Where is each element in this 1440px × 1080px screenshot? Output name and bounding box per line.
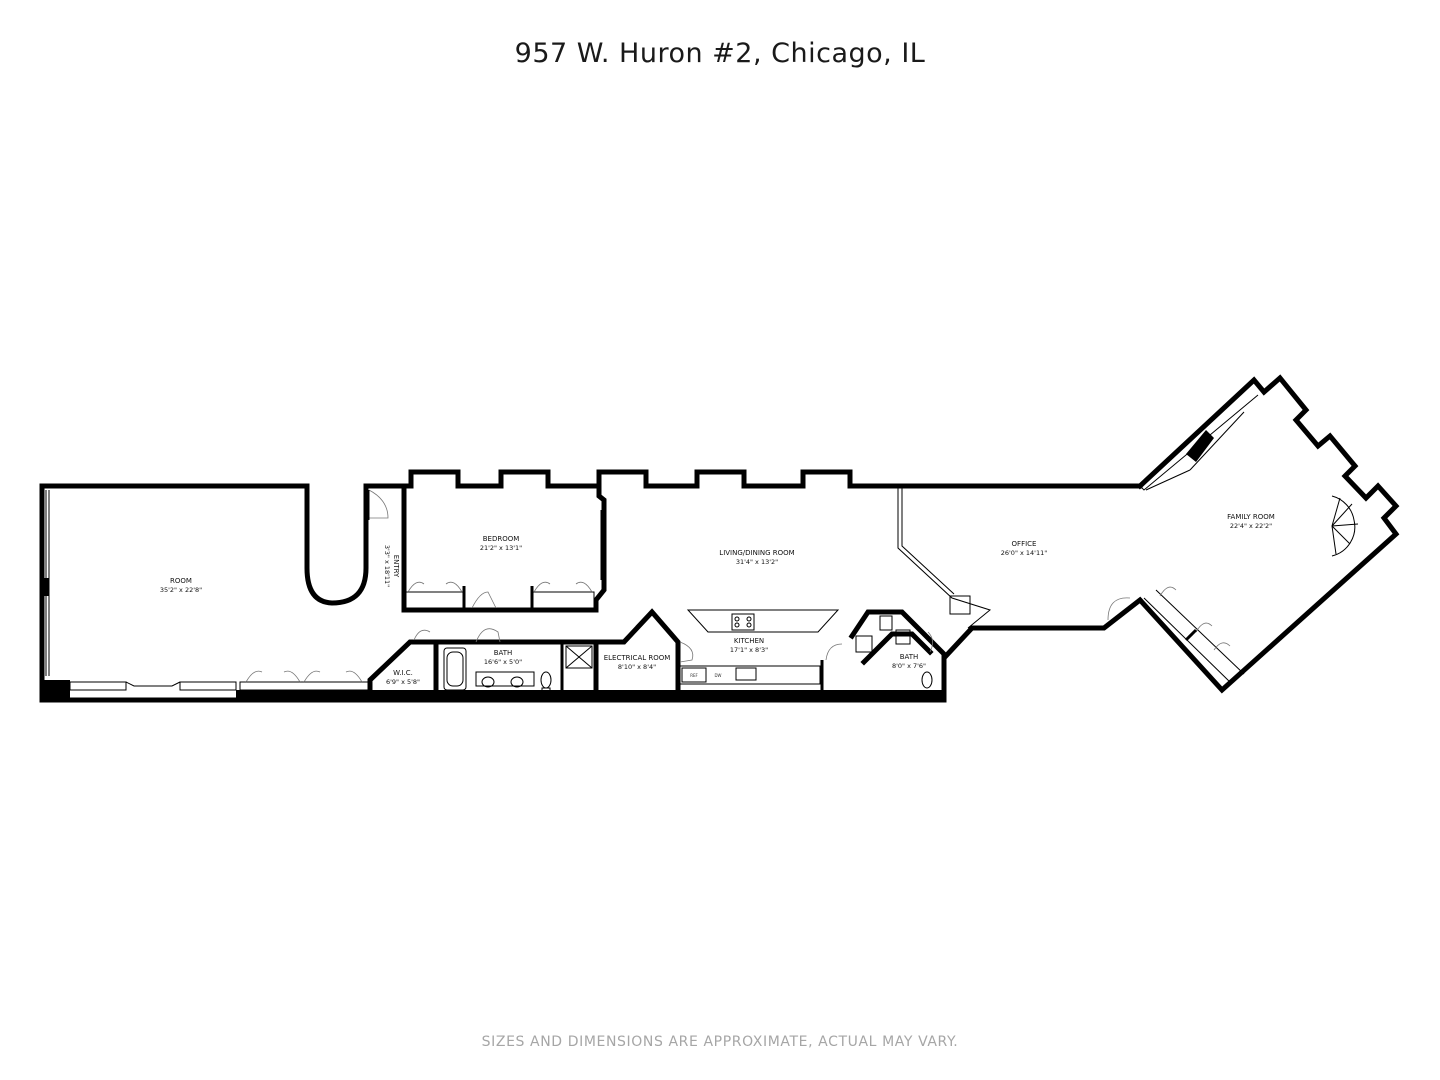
bath1-dims: 16'6" x 5'0" xyxy=(484,658,522,666)
office-label: OFFICE xyxy=(1012,540,1037,548)
dw-label: DW xyxy=(714,673,721,678)
bath2-dims: 8'0" x 7'6" xyxy=(892,662,926,670)
electrical-label: ELECTRICAL ROOM xyxy=(604,654,671,662)
room-dims: 35'2" x 22'8" xyxy=(160,586,202,594)
living-dims: 31'4" x 13'2" xyxy=(736,558,778,566)
south-rooms xyxy=(239,608,947,703)
bath2-label: BATH xyxy=(900,653,919,661)
electrical-dims: 8'10" x 8'4" xyxy=(618,663,656,671)
bedroom-dims: 21'2" x 13'1" xyxy=(480,544,522,552)
bath1-label: BATH xyxy=(494,649,513,657)
wic-label: W.I.C. xyxy=(393,669,413,677)
ref-label: REF xyxy=(690,673,698,678)
kitchen-label: KITCHEN xyxy=(734,637,764,645)
bottom-wall-band xyxy=(236,690,436,700)
bottom-wall-band xyxy=(42,680,70,700)
entry-label: ENTRY xyxy=(392,555,400,578)
family-room-dims: 22'4" x 22'2" xyxy=(1230,522,1272,530)
bedroom-walls xyxy=(401,483,607,613)
room-label: ROOM xyxy=(170,577,192,585)
wic-dims: 6'9" x 5'8" xyxy=(386,678,420,686)
plan-title: 957 W. Huron #2, Chicago, IL xyxy=(514,38,926,69)
family-room-details xyxy=(1143,411,1359,685)
entry-area xyxy=(368,489,389,520)
kitchen-dims: 17'1" x 8'3" xyxy=(730,646,768,654)
entry-dims: 3'3" x 18'11" xyxy=(383,545,391,587)
family-room-label: FAMILY ROOM xyxy=(1227,513,1275,521)
office-details xyxy=(897,488,1131,629)
left-room-windows xyxy=(40,490,237,691)
exterior-walls xyxy=(39,374,1400,703)
office-dims: 26'0" x 14'11" xyxy=(1001,549,1047,557)
bottom-wall-band xyxy=(436,690,944,700)
disclaimer: SIZES AND DIMENSIONS ARE APPROXIMATE, AC… xyxy=(481,1034,959,1050)
room-labels: ROOM 35'2" x 22'8" ENTRY 3'3" x 18'11" B… xyxy=(160,513,1275,686)
bedroom-label: BEDROOM xyxy=(483,535,520,543)
living-label: LIVING/DINING ROOM xyxy=(719,549,794,557)
